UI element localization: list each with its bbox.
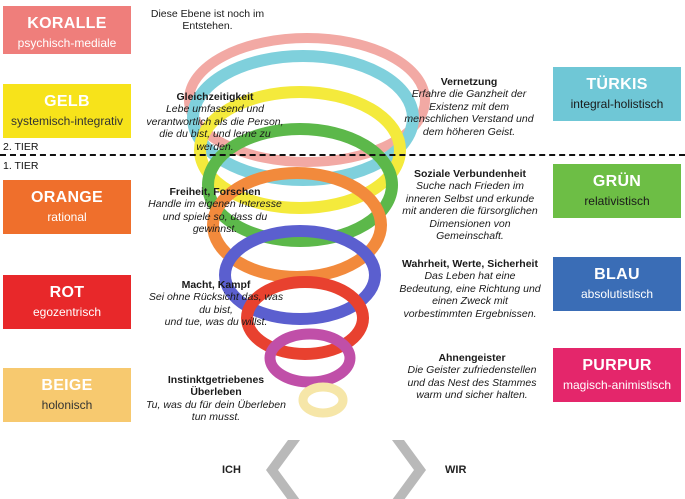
description-rot-line: du bist, — [199, 303, 233, 316]
description-tuerkis-line: Erfahre die Ganzheit der — [411, 88, 527, 101]
description-gruen-line: Suche nach Frieden im — [416, 180, 524, 193]
description-orange: Freiheit, Forschen Handle im eigenen Int… — [140, 186, 290, 236]
description-purpur-line: Die Geister zufriedenstellen — [407, 364, 537, 377]
level-box-tuerkis: TÜRKIS integral-holistisch — [553, 67, 681, 121]
description-gruen-line: mit anderen die fürsorglichen — [402, 205, 538, 218]
description-beige: Instinktgetriebenes Überleben Tu, was du… — [136, 374, 296, 424]
description-beige-title: Überleben — [190, 386, 242, 399]
level-box-orange: ORANGE rational — [3, 180, 131, 234]
description-beige-title: Instinktgetriebenes — [167, 374, 265, 386]
description-blau-line: vorbestimmten Ergebnissen. — [403, 307, 537, 320]
description-gelb: Gleichzeitigkeit Lebe umfassend und vera… — [140, 91, 290, 153]
description-beige-line: Tu, was du für dein Überleben — [146, 398, 286, 411]
spiral-ring-gruen — [202, 123, 398, 247]
description-tuerkis-line: dem höheren Geist. — [422, 125, 516, 138]
level-name-beige: BEIGE — [41, 377, 93, 394]
description-blau: Wahrheit, Werte, Sicherheit Das Leben ha… — [390, 258, 550, 320]
level-box-purpur: PURPUR magisch-animistisch — [553, 348, 681, 402]
description-blau-line: Das Leben hat eine — [424, 270, 516, 283]
tier-divider — [0, 154, 685, 156]
level-name-blau: BLAU — [594, 266, 640, 283]
level-box-gelb: GELB systemisch-integrativ — [3, 84, 131, 138]
description-gelb-title: Gleichzeitigkeit — [176, 91, 254, 103]
level-box-beige: BEIGE holonisch — [3, 368, 131, 422]
tier-2-label: 2. TIER — [3, 141, 39, 153]
description-gelb-line: die du bist, und lerne zu — [159, 128, 271, 141]
spiral-ring-blau — [219, 225, 381, 325]
description-tuerkis-title: Vernetzung — [440, 76, 498, 88]
level-sub-koralle: psychisch-mediale — [17, 36, 117, 50]
level-box-koralle: KORALLE psychisch-mediale — [3, 6, 131, 54]
description-gruen-line: Dimensionen von — [429, 217, 511, 230]
description-purpur: Ahnengeister Die Geister zufriedenstelle… — [392, 352, 552, 402]
level-name-gruen: GRÜN — [592, 173, 642, 190]
spiral-ring-purpur — [264, 328, 356, 388]
description-purpur-line: warm und sicher halten. — [416, 389, 528, 402]
description-purpur-title: Ahnengeister — [438, 352, 506, 364]
level-sub-purpur: magisch-animistisch — [562, 378, 672, 392]
description-orange-line: Handle im eigenen Interesse — [148, 198, 282, 211]
description-orange-title: Freiheit, Forschen — [169, 186, 261, 198]
spiral-ring-tuerkis — [187, 50, 419, 186]
description-gruen-line: inneren Selbst und erkunde — [405, 192, 535, 205]
spiral-ring-gelb — [194, 86, 406, 214]
koralle-note: Diese Ebene ist noch im Entstehen. — [150, 8, 265, 33]
axis-label-ich: ICH — [222, 464, 241, 476]
description-gelb-line: werden. — [196, 140, 234, 153]
level-name-koralle: KORALLE — [27, 15, 107, 32]
description-orange-line: gewinnst. — [192, 223, 238, 236]
level-sub-tuerkis: integral-holistisch — [570, 97, 664, 111]
spiral-ring-beige — [298, 382, 348, 418]
description-tuerkis-line: Existenz mit dem — [429, 100, 509, 113]
level-sub-beige: holonisch — [41, 398, 93, 412]
description-rot-line: und tue, was du willst. — [164, 316, 268, 329]
description-orange-line: und spiele so, dass du — [162, 210, 268, 223]
level-name-purpur: PURPUR — [582, 357, 652, 374]
level-sub-blau: absolutistisch — [580, 287, 654, 301]
description-tuerkis-line: menschlichen Verstand und — [404, 113, 534, 126]
level-sub-gelb: systemisch-integrativ — [10, 114, 124, 128]
description-beige-line: tun musst. — [191, 411, 241, 424]
description-blau-line: Bedeutung, eine Richtung und — [399, 282, 541, 295]
description-blau-title: Wahrheit, Werte, Sicherheit — [402, 258, 538, 270]
level-sub-rot: egozentrisch — [32, 305, 102, 319]
level-name-rot: ROT — [49, 284, 85, 301]
description-gruen-line: Gemeinschaft. — [436, 230, 504, 243]
level-sub-gruen: relativistisch — [584, 194, 650, 208]
description-blau-line: einen Zweck mit — [432, 295, 508, 308]
level-sub-orange: rational — [47, 210, 87, 224]
level-name-orange: ORANGE — [30, 189, 104, 206]
level-box-blau: BLAU absolutistisch — [553, 257, 681, 311]
description-tuerkis: Vernetzung Erfahre die Ganzheit der Exis… — [394, 76, 544, 138]
description-purpur-line: und das Nest des Stammes — [407, 376, 537, 389]
axis-label-wir: WIR — [445, 464, 467, 476]
right-chevron-icon — [392, 440, 426, 499]
level-box-gruen: GRÜN relativistisch — [553, 164, 681, 218]
left-chevron-icon — [266, 440, 300, 499]
tier-1-label: 1. TIER — [3, 160, 39, 172]
description-rot-line: Sei ohne Rücksicht das, was — [148, 291, 284, 304]
spiral-ring-koralle — [184, 33, 430, 167]
description-rot: Macht, Kampf Sei ohne Rücksicht das, was… — [136, 279, 296, 329]
description-rot-title: Macht, Kampf — [181, 279, 251, 291]
description-gruen-title: Soziale Verbundenheit — [413, 168, 527, 180]
level-name-gelb: GELB — [44, 93, 90, 110]
level-name-tuerkis: TÜRKIS — [586, 76, 648, 93]
description-gelb-line: verantwortlich als die Person, — [146, 115, 284, 128]
level-box-rot: ROT egozentrisch — [3, 275, 131, 329]
description-gruen: Soziale Verbundenheit Suche nach Frieden… — [390, 168, 550, 242]
spiral-ring-rot — [241, 276, 369, 360]
description-gelb-line: Lebe umfassend und — [165, 103, 265, 116]
